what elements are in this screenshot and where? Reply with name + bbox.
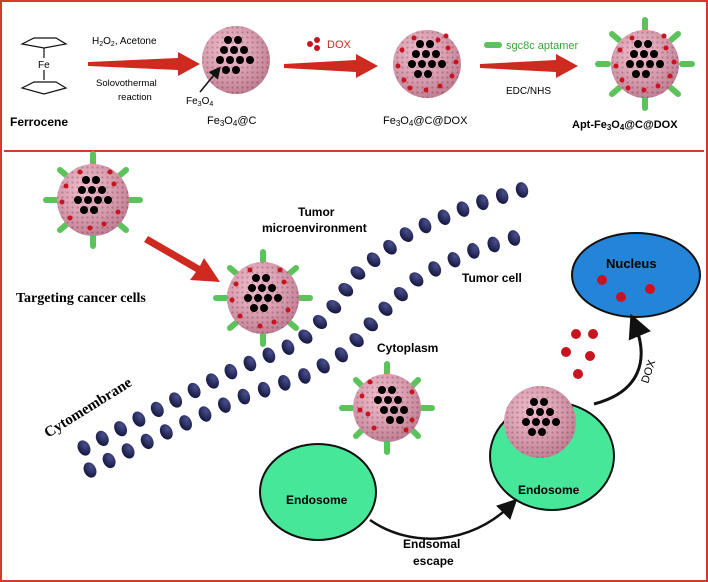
particle-targeting-free bbox=[43, 151, 143, 249]
tumor-micro-label-1: Tumor bbox=[298, 205, 335, 219]
membrane-bead bbox=[169, 392, 183, 408]
membrane-bead bbox=[507, 230, 521, 246]
particle-binding-membrane bbox=[213, 249, 313, 347]
synthesis-arrow-1 bbox=[88, 52, 200, 76]
fe3o4c-label: Fe3O4@C bbox=[207, 115, 256, 128]
membrane-bead bbox=[496, 188, 509, 204]
aptamer-icon bbox=[484, 42, 502, 48]
targeting-label: Targeting cancer cells bbox=[16, 291, 146, 306]
membrane-bead bbox=[243, 355, 257, 372]
membrane-bead bbox=[140, 433, 154, 450]
membrane-bead bbox=[132, 411, 146, 427]
tumor-cell-label: Tumor cell bbox=[462, 271, 522, 285]
escape-label-2: escape bbox=[413, 554, 454, 568]
membrane-bead bbox=[224, 363, 238, 380]
membrane-bead bbox=[409, 272, 424, 287]
escape-label-1: Endsomal bbox=[403, 537, 460, 551]
synthesis-arrow-2 bbox=[284, 54, 378, 78]
membrane-bead bbox=[114, 421, 128, 437]
membrane-bead bbox=[326, 299, 342, 314]
particle-apt-fe3o4c-dox bbox=[595, 17, 695, 111]
nucleus: Nucleus bbox=[571, 232, 701, 318]
particle-in-endosome bbox=[504, 386, 576, 458]
membrane-bead bbox=[366, 252, 381, 268]
membrane-bead bbox=[206, 373, 219, 389]
membrane-bead bbox=[281, 339, 295, 355]
membrane-bead bbox=[467, 243, 480, 259]
membrane-bead bbox=[399, 227, 414, 242]
nucleus-label: Nucleus bbox=[606, 256, 657, 271]
fe3o4-pointer-arrow bbox=[199, 66, 221, 93]
membrane-bead bbox=[237, 388, 251, 405]
membrane-bead bbox=[312, 314, 328, 330]
particle-internalized bbox=[339, 361, 435, 455]
membrane-bead bbox=[83, 462, 97, 478]
step1-reagent: H2O2, Acetone bbox=[92, 36, 157, 48]
membrane-bead bbox=[418, 217, 432, 234]
membrane-bead bbox=[150, 401, 164, 418]
released-dox bbox=[561, 329, 598, 379]
membrane-bead bbox=[198, 406, 212, 422]
membrane-bead bbox=[487, 236, 500, 253]
endosomal-escape-arrow bbox=[369, 498, 518, 540]
ferrocene-structure bbox=[20, 37, 68, 95]
particle-fe3o4c bbox=[202, 26, 270, 94]
membrane-bead bbox=[77, 440, 91, 456]
targeting-arrow bbox=[144, 236, 220, 282]
fe3o4-pointer-label: Fe3O4 bbox=[186, 96, 213, 108]
endosome-right-label: Endosome bbox=[518, 483, 580, 497]
membrane-bead bbox=[262, 347, 276, 364]
ferrocene-fe: Fe bbox=[38, 60, 50, 71]
endosome-left-label: Endosome bbox=[286, 493, 348, 507]
membrane-bead bbox=[102, 452, 116, 469]
synthesis-panel bbox=[4, 4, 704, 152]
membrane-bead bbox=[298, 329, 313, 344]
membrane-bead bbox=[378, 301, 393, 316]
membrane-bead bbox=[456, 201, 470, 217]
edc-label: EDC/NHS bbox=[506, 86, 551, 97]
membrane-bead bbox=[179, 415, 192, 431]
synthesis-arrow-3 bbox=[480, 54, 578, 78]
membrane-bead bbox=[350, 266, 366, 280]
step1-condition-2: reaction bbox=[118, 92, 152, 103]
membrane-bead bbox=[95, 430, 109, 447]
membrane-bead bbox=[393, 286, 408, 302]
membrane-bead bbox=[349, 333, 364, 348]
dox-molecule-icon bbox=[307, 37, 320, 51]
membrane-bead bbox=[257, 381, 271, 398]
membrane-bead bbox=[437, 209, 451, 226]
membrane-bead bbox=[515, 182, 529, 198]
dox-release-label: DOX bbox=[639, 358, 658, 385]
membrane-bead bbox=[447, 252, 461, 268]
dox-label-top: DOX bbox=[327, 39, 352, 51]
dox-release-arrow bbox=[593, 313, 651, 406]
tumor-micro-label-2: microenvironment bbox=[262, 221, 367, 235]
particle-fe3o4c-dox bbox=[393, 30, 461, 98]
step1-condition-1: Solovothermal bbox=[96, 78, 157, 89]
membrane-bead bbox=[338, 283, 354, 297]
cytomembrane-bilayer bbox=[77, 182, 529, 478]
cytoplasm-label: Cytoplasm bbox=[377, 341, 438, 355]
membrane-bead bbox=[363, 317, 378, 332]
membrane-bead bbox=[187, 382, 201, 399]
membrane-bead bbox=[121, 443, 135, 459]
aptamer-label: sgc8c aptamer bbox=[506, 40, 578, 52]
fe3o4c-dox-label: Fe3O4@C@DOX bbox=[383, 115, 468, 128]
endosome-left: Endosome bbox=[259, 443, 377, 541]
membrane-bead bbox=[334, 347, 349, 363]
membrane-bead bbox=[278, 374, 291, 391]
ferrocene-label: Ferrocene bbox=[10, 115, 68, 129]
membrane-bead bbox=[383, 239, 397, 255]
membrane-bead bbox=[428, 261, 442, 277]
membrane-bead bbox=[476, 194, 489, 211]
membrane-bead bbox=[218, 397, 231, 413]
membrane-bead bbox=[159, 424, 173, 440]
apt-final-label: Apt-Fe3O4@C@DOX bbox=[572, 119, 678, 132]
membrane-bead bbox=[298, 368, 311, 384]
membrane-bead bbox=[316, 358, 330, 374]
